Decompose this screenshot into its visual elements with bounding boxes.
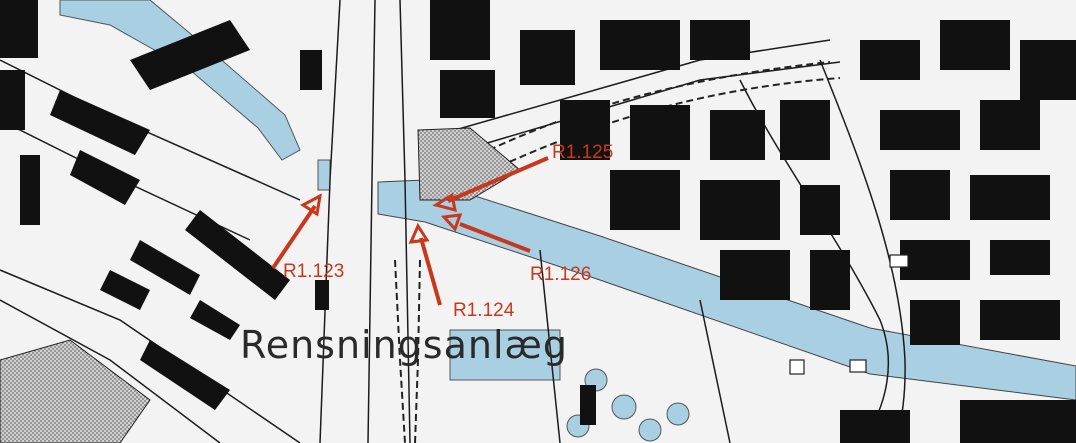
marker-r1-125[interactable]: R1.125 (432, 142, 613, 213)
water-basin (449, 329, 561, 381)
marker-label: R1.123 (283, 261, 344, 282)
water-tank (666, 402, 690, 426)
marker-r1-124[interactable]: R1.124 (408, 222, 515, 321)
marker-line (447, 156, 549, 203)
canal-north (59, 0, 301, 161)
marker-line (459, 222, 531, 253)
marker-arrowhead (440, 213, 463, 232)
marker-r1-123[interactable]: R1.123 (271, 193, 344, 282)
water-tank (638, 418, 662, 442)
water-tank (611, 394, 637, 420)
buildings-west (0, 0, 329, 410)
marker-label: R1.125 (552, 142, 613, 163)
hatched-area (0, 339, 151, 443)
buildings-east (430, 0, 1076, 443)
marker-arrowhead (408, 222, 430, 244)
marker-line (271, 204, 317, 270)
marker-arrowhead (300, 193, 322, 217)
marker-label: R1.124 (453, 300, 515, 321)
marker-arrowhead (432, 192, 457, 213)
minor-structures (789, 254, 909, 375)
marker-label: R1.126 (530, 264, 591, 285)
marker-line (419, 237, 442, 306)
marker-r1-126[interactable]: R1.126 (440, 213, 591, 285)
place-label: Rensningsanlæg (240, 323, 568, 367)
canal-pool (317, 159, 331, 191)
